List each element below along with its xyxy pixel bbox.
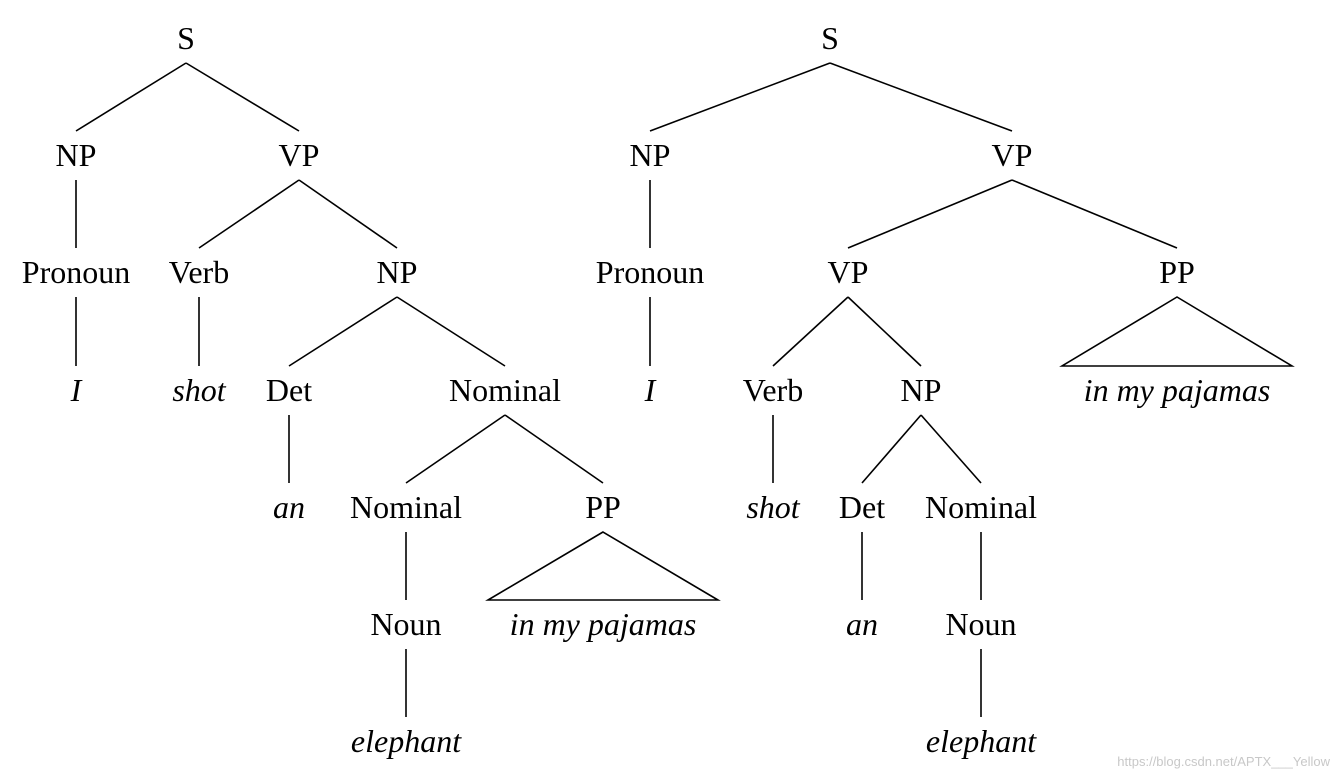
left-tree-edge-vp1-np2 (298, 179, 398, 249)
left-tree-node-eleph: elephant (351, 723, 462, 759)
right-tree-edge-s-vp1 (829, 62, 1013, 132)
left-tree-node-np1: NP (56, 137, 97, 173)
watermark-text: https://blog.csdn.net/APTX___Yellow (1117, 754, 1330, 769)
right-tree-edge-np2-nom (920, 414, 982, 484)
right-tree-node-nom: Nominal (925, 489, 1037, 525)
left-tree-edge-nom1-nom2 (405, 414, 506, 484)
right-tree-node-pron: Pronoun (596, 254, 704, 290)
left-tree-node-pp_words: in my pajamas (510, 606, 697, 642)
right-tree-node-det: Det (839, 489, 885, 525)
left-tree-node-noun: Noun (370, 606, 441, 642)
left-tree-node-nom2: Nominal (350, 489, 462, 525)
left-tree-node-pron: Pronoun (22, 254, 130, 290)
left-tree-node-s: S (177, 20, 195, 56)
left-tree-node-vp1: VP (279, 137, 320, 173)
right-tree-node-eleph: elephant (926, 723, 1037, 759)
right-tree-node-i: I (644, 372, 657, 408)
right-tree-edge-vp2-verb (772, 296, 849, 367)
right-tree-edge-np2-det (861, 414, 922, 484)
left-tree-edge-np2-det (288, 296, 398, 367)
left-tree-edge-s-np1 (75, 62, 187, 132)
right-tree-node-pp_words: in my pajamas (1084, 372, 1271, 408)
right-tree-node-np2: NP (901, 372, 942, 408)
right-tree-edge-vp2-np2 (847, 296, 922, 367)
left-tree-node-shot: shot (172, 372, 226, 408)
right-tree-node-an: an (846, 606, 878, 642)
left-tree-node-nom1: Nominal (449, 372, 561, 408)
left-tree-edge-s-vp1 (185, 62, 300, 132)
left-tree-edge-np2-nom1 (396, 296, 506, 367)
tree-edges (75, 62, 1295, 717)
right-tree-edge-vp1-vp2 (847, 179, 1013, 249)
left-tree-edge-nom1-pp (504, 414, 604, 484)
right-tree-node-np1: NP (630, 137, 671, 173)
right-tree-node-pp: PP (1159, 254, 1195, 290)
right-tree-node-vp2: VP (828, 254, 869, 290)
right-tree-edge-s-np1 (649, 62, 831, 132)
left-tree-node-det: Det (266, 372, 312, 408)
left-tree-node-verb: Verb (169, 254, 229, 290)
right-tree-node-s: S (821, 20, 839, 56)
right-tree-node-verb: Verb (743, 372, 803, 408)
left-tree-node-np2: NP (377, 254, 418, 290)
right-tree-node-noun: Noun (945, 606, 1016, 642)
left-tree-node-pp: PP (585, 489, 621, 525)
right-tree-edge-vp1-pp (1011, 179, 1178, 249)
left-tree-node-i: I (70, 372, 83, 408)
left-tree-edge-vp1-verb (198, 179, 300, 249)
right-tree-node-shot: shot (746, 489, 800, 525)
left-tree-node-an: an (273, 489, 305, 525)
left-tree-pp-triangle (485, 531, 721, 601)
right-tree-node-vp1: VP (992, 137, 1033, 173)
right-tree-pp-triangle (1059, 296, 1295, 367)
